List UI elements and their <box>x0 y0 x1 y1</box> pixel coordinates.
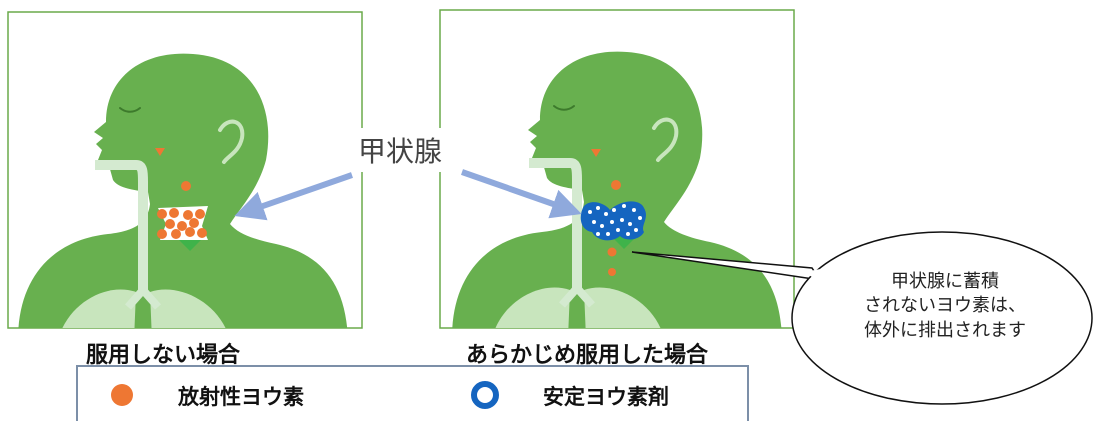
stable-iodine-blob <box>580 201 646 241</box>
panel-without-medication <box>7 11 363 329</box>
panel-with-medication <box>439 9 795 329</box>
thyroid-callout-label: 甲状腺 <box>352 128 449 172</box>
stable-iodine-marker-icon <box>471 381 499 409</box>
radioactive-iodine-dots <box>591 149 621 276</box>
caption-without-medication: 服用しない場合 <box>86 343 241 368</box>
speech-bubble-line: 体外に排出されます <box>864 319 1026 341</box>
radioactive-iodine-marker-icon <box>111 384 133 406</box>
arrow-to-thyroid-right <box>461 169 582 219</box>
legend-box <box>76 365 749 421</box>
speech-bubble-line: されないヨウ素は、 <box>864 295 1026 317</box>
legend-label-stable-iodine: 安定ヨウ素剤 <box>543 385 669 409</box>
speech-bubble-text: 甲状腺に蓄積 されないヨウ素は、 体外に排出されます <box>820 270 1070 343</box>
legend-label-radioactive-iodine: 放射性ヨウ素 <box>178 385 304 409</box>
radioactive-iodine-dots <box>155 148 208 240</box>
speech-bubble <box>631 231 1093 405</box>
speech-bubble-line: 甲状腺に蓄積 <box>891 271 999 292</box>
caption-with-medication: あらかじめ服用した場合 <box>466 343 709 368</box>
arrow-to-thyroid-left <box>234 172 353 221</box>
